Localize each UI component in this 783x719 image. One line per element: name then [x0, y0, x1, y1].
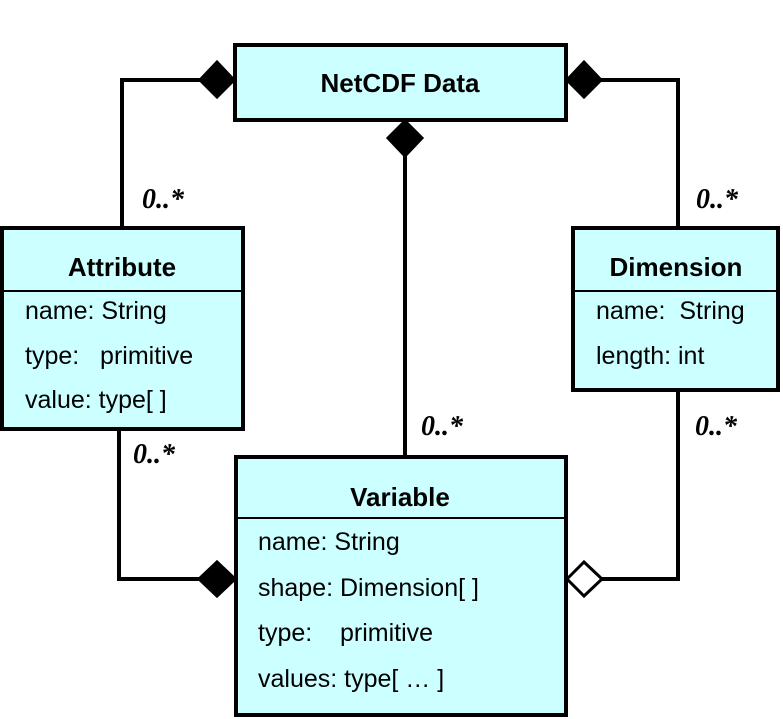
class-variable[interactable]: Variable name: String shape: Dimension[ … — [234, 455, 568, 717]
class-netcdf-data[interactable]: NetCDF Data — [233, 43, 568, 122]
multiplicity-attribute-bottom: 0..* — [133, 439, 176, 470]
variable-box — [234, 455, 568, 717]
class-dimension[interactable]: Dimension name: String length: int — [571, 226, 780, 392]
multiplicity-variable-top: 0..* — [421, 411, 464, 442]
netcdf-data-box — [233, 43, 568, 122]
class-attribute[interactable]: Attribute name: String type: primitive v… — [0, 226, 245, 431]
composition-diamond-netcdf-attribute — [197, 59, 237, 100]
composition-diamond-netcdf-variable — [385, 118, 425, 159]
variable-field-name: name: String — [258, 528, 400, 556]
line-netcdf-dimension — [601, 78, 680, 229]
association-end-markers — [196, 59, 605, 599]
attribute-box — [0, 226, 245, 431]
line-dimension-variable — [602, 390, 680, 581]
attribute-field-name: name: String — [25, 297, 167, 325]
aggregation-diamond-variable-dimension — [564, 559, 605, 599]
multiplicity-dimension-top: 0..* — [696, 184, 739, 215]
attribute-field-type: type: primitive — [25, 342, 193, 370]
line-attribute-variable — [117, 429, 199, 581]
variable-title: Variable — [350, 482, 450, 512]
multiplicity-labels: 0..* 0..* 0..* 0..* 0..* — [133, 184, 739, 470]
multiplicity-attribute-top: 0..* — [142, 184, 185, 215]
attribute-field-value: value: type[ ] — [25, 386, 167, 414]
line-netcdf-attribute — [120, 78, 200, 229]
variable-field-type: type: primitive — [258, 619, 433, 647]
association-lines — [117, 78, 680, 581]
dimension-field-name: name: String — [596, 297, 745, 325]
variable-field-values: values: type[ … ] — [258, 665, 444, 693]
dimension-box — [571, 226, 780, 392]
composition-diamond-variable-attribute — [196, 559, 238, 599]
variable-field-shape: shape: Dimension[ ] — [258, 574, 479, 602]
multiplicity-dimension-bottom: 0..* — [695, 411, 738, 442]
netcdf-data-title: NetCDF Data — [321, 68, 480, 98]
dimension-title: Dimension — [610, 252, 743, 282]
composition-diamond-netcdf-dimension — [564, 59, 604, 100]
attribute-title: Attribute — [68, 252, 176, 282]
dimension-field-length: length: int — [596, 342, 704, 370]
